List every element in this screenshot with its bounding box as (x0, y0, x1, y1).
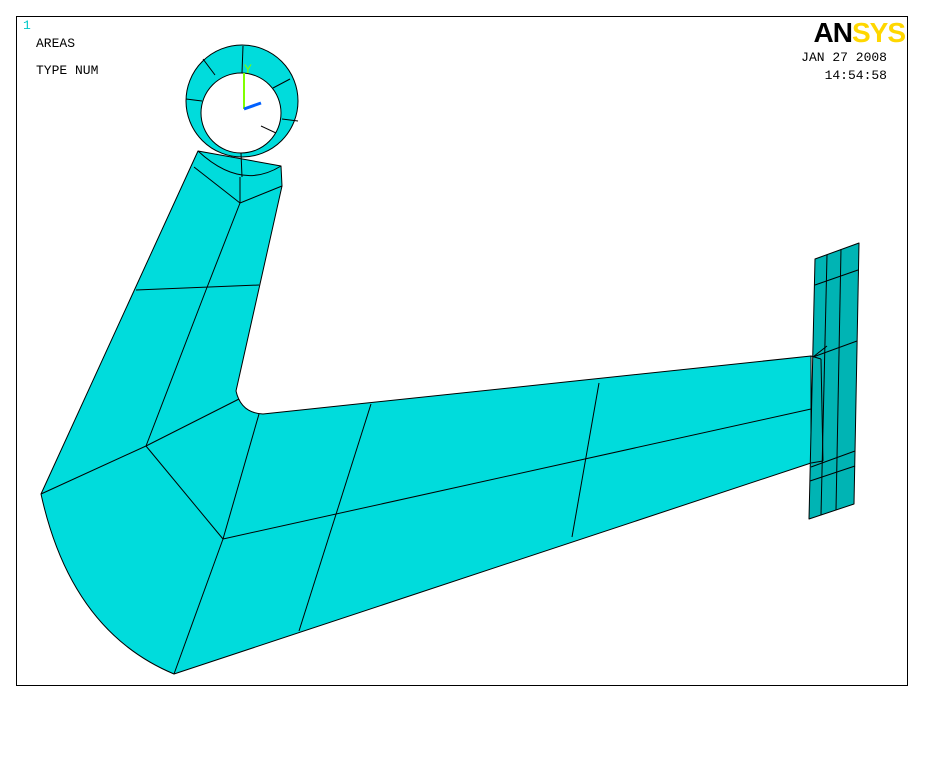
plot-date: JAN 27 2008 (801, 50, 887, 65)
axis-x-label: X (269, 101, 277, 116)
logo-part-accent: SYS (851, 17, 906, 48)
axis-y-label: Y (244, 62, 252, 77)
window-number: 1 (23, 18, 31, 33)
plate-grid (809, 248, 859, 516)
graphics-window[interactable]: 1 AREAS TYPE NUM ANSYS JAN 27 2008 14:54… (16, 16, 908, 686)
coordinate-triad: Y Z X (243, 62, 277, 117)
plot-type-label: AREAS (36, 36, 76, 51)
plot-time: 14:54:58 (824, 68, 887, 83)
numbering-label: TYPE NUM (36, 63, 99, 78)
axis-z-label: Z (261, 88, 269, 103)
axis-z-line (243, 101, 262, 111)
axis-x-line (243, 108, 270, 117)
logo-part-dark: AN (813, 17, 853, 48)
beam-end-step (810, 355, 824, 464)
area-body (40, 150, 812, 675)
area-plate (808, 242, 860, 520)
area-model: Y Z X (40, 44, 860, 675)
ansys-logo: ANSYS (813, 17, 906, 49)
area-divisions (40, 45, 812, 675)
